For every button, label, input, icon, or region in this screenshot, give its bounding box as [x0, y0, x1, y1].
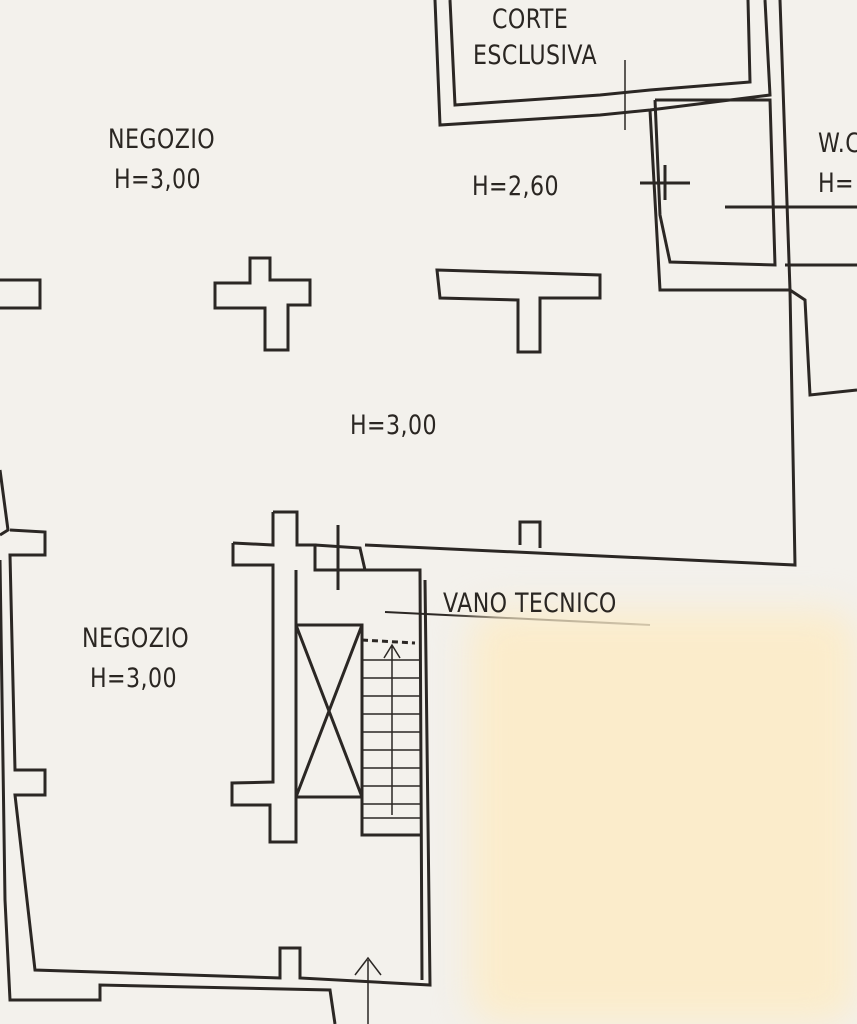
stair-steps [362, 659, 420, 819]
technical-room-label: VANO TECNICO [443, 588, 617, 619]
room-label-negozio-bottom: NEGOZIO [82, 623, 190, 654]
entrance-arrow-icon [354, 956, 382, 1024]
central-height: H=3,00 [350, 410, 437, 441]
courtyard-label-line1: CORTE [492, 4, 569, 35]
wc-wall [653, 98, 777, 267]
pillar [213, 256, 312, 352]
redacted-area [470, 610, 857, 1024]
corridor-height: H=2,60 [472, 171, 559, 202]
wc-height: H= [818, 168, 855, 199]
wc-label: W.C [818, 128, 857, 159]
courtyard-label-line2: ESCLUSIVA [473, 40, 598, 71]
room-label-negozio-top: NEGOZIO [108, 124, 216, 155]
room-height-negozio-bottom: H=3,00 [90, 663, 177, 694]
stair-arrow-icon [383, 643, 401, 815]
elevator-cross-icon [294, 624, 364, 798]
pillar [435, 268, 602, 354]
room-height-negozio-top: H=3,00 [114, 164, 201, 195]
